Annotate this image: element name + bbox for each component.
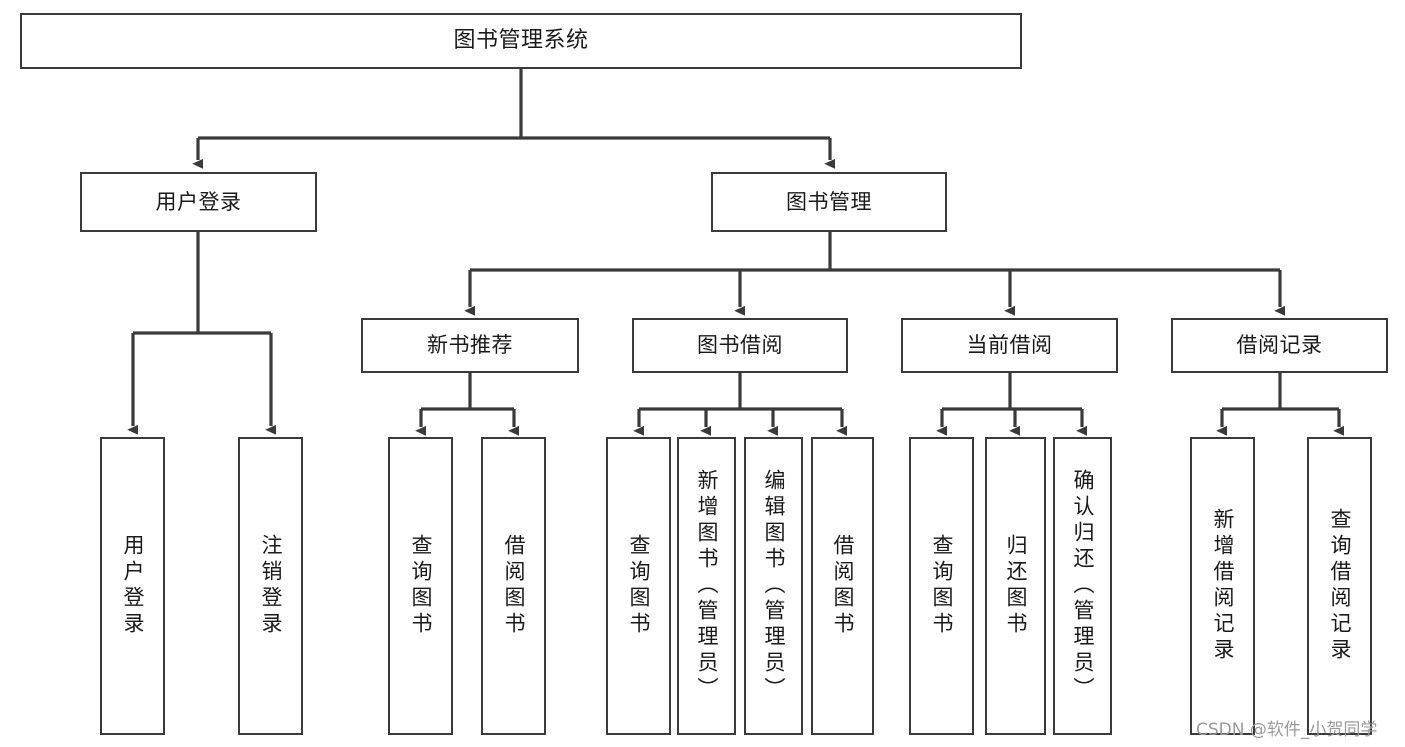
node-book-borrow-label: 图书借阅: [697, 333, 783, 358]
node-leaf-query-record-label: 查询借阅记录: [1328, 508, 1352, 664]
node-user-login[interactable]: 用户登录: [80, 172, 317, 232]
node-leaf-query-book-rec-label: 查询图书: [409, 534, 433, 638]
node-leaf-query-record[interactable]: 查询借阅记录: [1307, 437, 1372, 735]
node-borrow-record-label: 借阅记录: [1236, 333, 1323, 358]
node-leaf-add-book[interactable]: 新增图书（管理员）: [677, 437, 736, 735]
node-leaf-borrow-book-rec[interactable]: 借阅图书: [481, 437, 546, 735]
node-borrow-record[interactable]: 借阅记录: [1171, 318, 1388, 373]
node-leaf-add-book-label: 新增图书（管理员）: [695, 469, 719, 703]
watermark: CSDN @软件_小贺同学: [1196, 720, 1378, 740]
node-leaf-add-record-label: 新增借阅记录: [1211, 508, 1235, 664]
node-current-borrow-label: 当前借阅: [966, 333, 1053, 358]
node-leaf-user-logout[interactable]: 注销登录: [238, 437, 303, 735]
node-leaf-query-book-rec[interactable]: 查询图书: [388, 437, 453, 735]
node-leaf-confirm-return-label: 确认归还（管理员）: [1071, 469, 1095, 703]
node-leaf-return-book-label: 归还图书: [1004, 534, 1028, 638]
node-leaf-borrow-book-bor-label: 借阅图书: [831, 534, 855, 638]
node-leaf-user-logout-label: 注销登录: [259, 534, 283, 638]
node-leaf-query-book-cur[interactable]: 查询图书: [909, 437, 974, 735]
node-leaf-add-record[interactable]: 新增借阅记录: [1190, 437, 1255, 735]
node-leaf-query-book-bor[interactable]: 查询图书: [606, 437, 671, 735]
node-root[interactable]: 图书管理系统: [20, 13, 1022, 69]
node-leaf-confirm-return[interactable]: 确认归还（管理员）: [1053, 437, 1112, 735]
node-leaf-edit-book[interactable]: 编辑图书（管理员）: [744, 437, 803, 735]
node-leaf-query-book-cur-label: 查询图书: [930, 534, 954, 638]
node-root-label: 图书管理系统: [453, 28, 589, 54]
node-leaf-borrow-book-bor[interactable]: 借阅图书: [811, 437, 874, 735]
node-leaf-user-login-label: 用户登录: [121, 534, 145, 638]
node-book-manage[interactable]: 图书管理: [711, 172, 947, 232]
node-leaf-return-book[interactable]: 归还图书: [985, 437, 1046, 735]
node-new-book-rec[interactable]: 新书推荐: [361, 318, 579, 373]
node-leaf-query-book-bor-label: 查询图书: [627, 534, 651, 638]
node-leaf-borrow-book-rec-label: 借阅图书: [502, 534, 526, 638]
node-leaf-user-login[interactable]: 用户登录: [100, 437, 165, 735]
node-book-manage-label: 图书管理: [786, 189, 872, 214]
node-current-borrow[interactable]: 当前借阅: [901, 318, 1118, 373]
node-book-borrow[interactable]: 图书借阅: [632, 318, 848, 373]
node-user-login-label: 用户登录: [155, 189, 242, 214]
node-leaf-edit-book-label: 编辑图书（管理员）: [762, 469, 786, 703]
node-new-book-rec-label: 新书推荐: [427, 333, 513, 358]
